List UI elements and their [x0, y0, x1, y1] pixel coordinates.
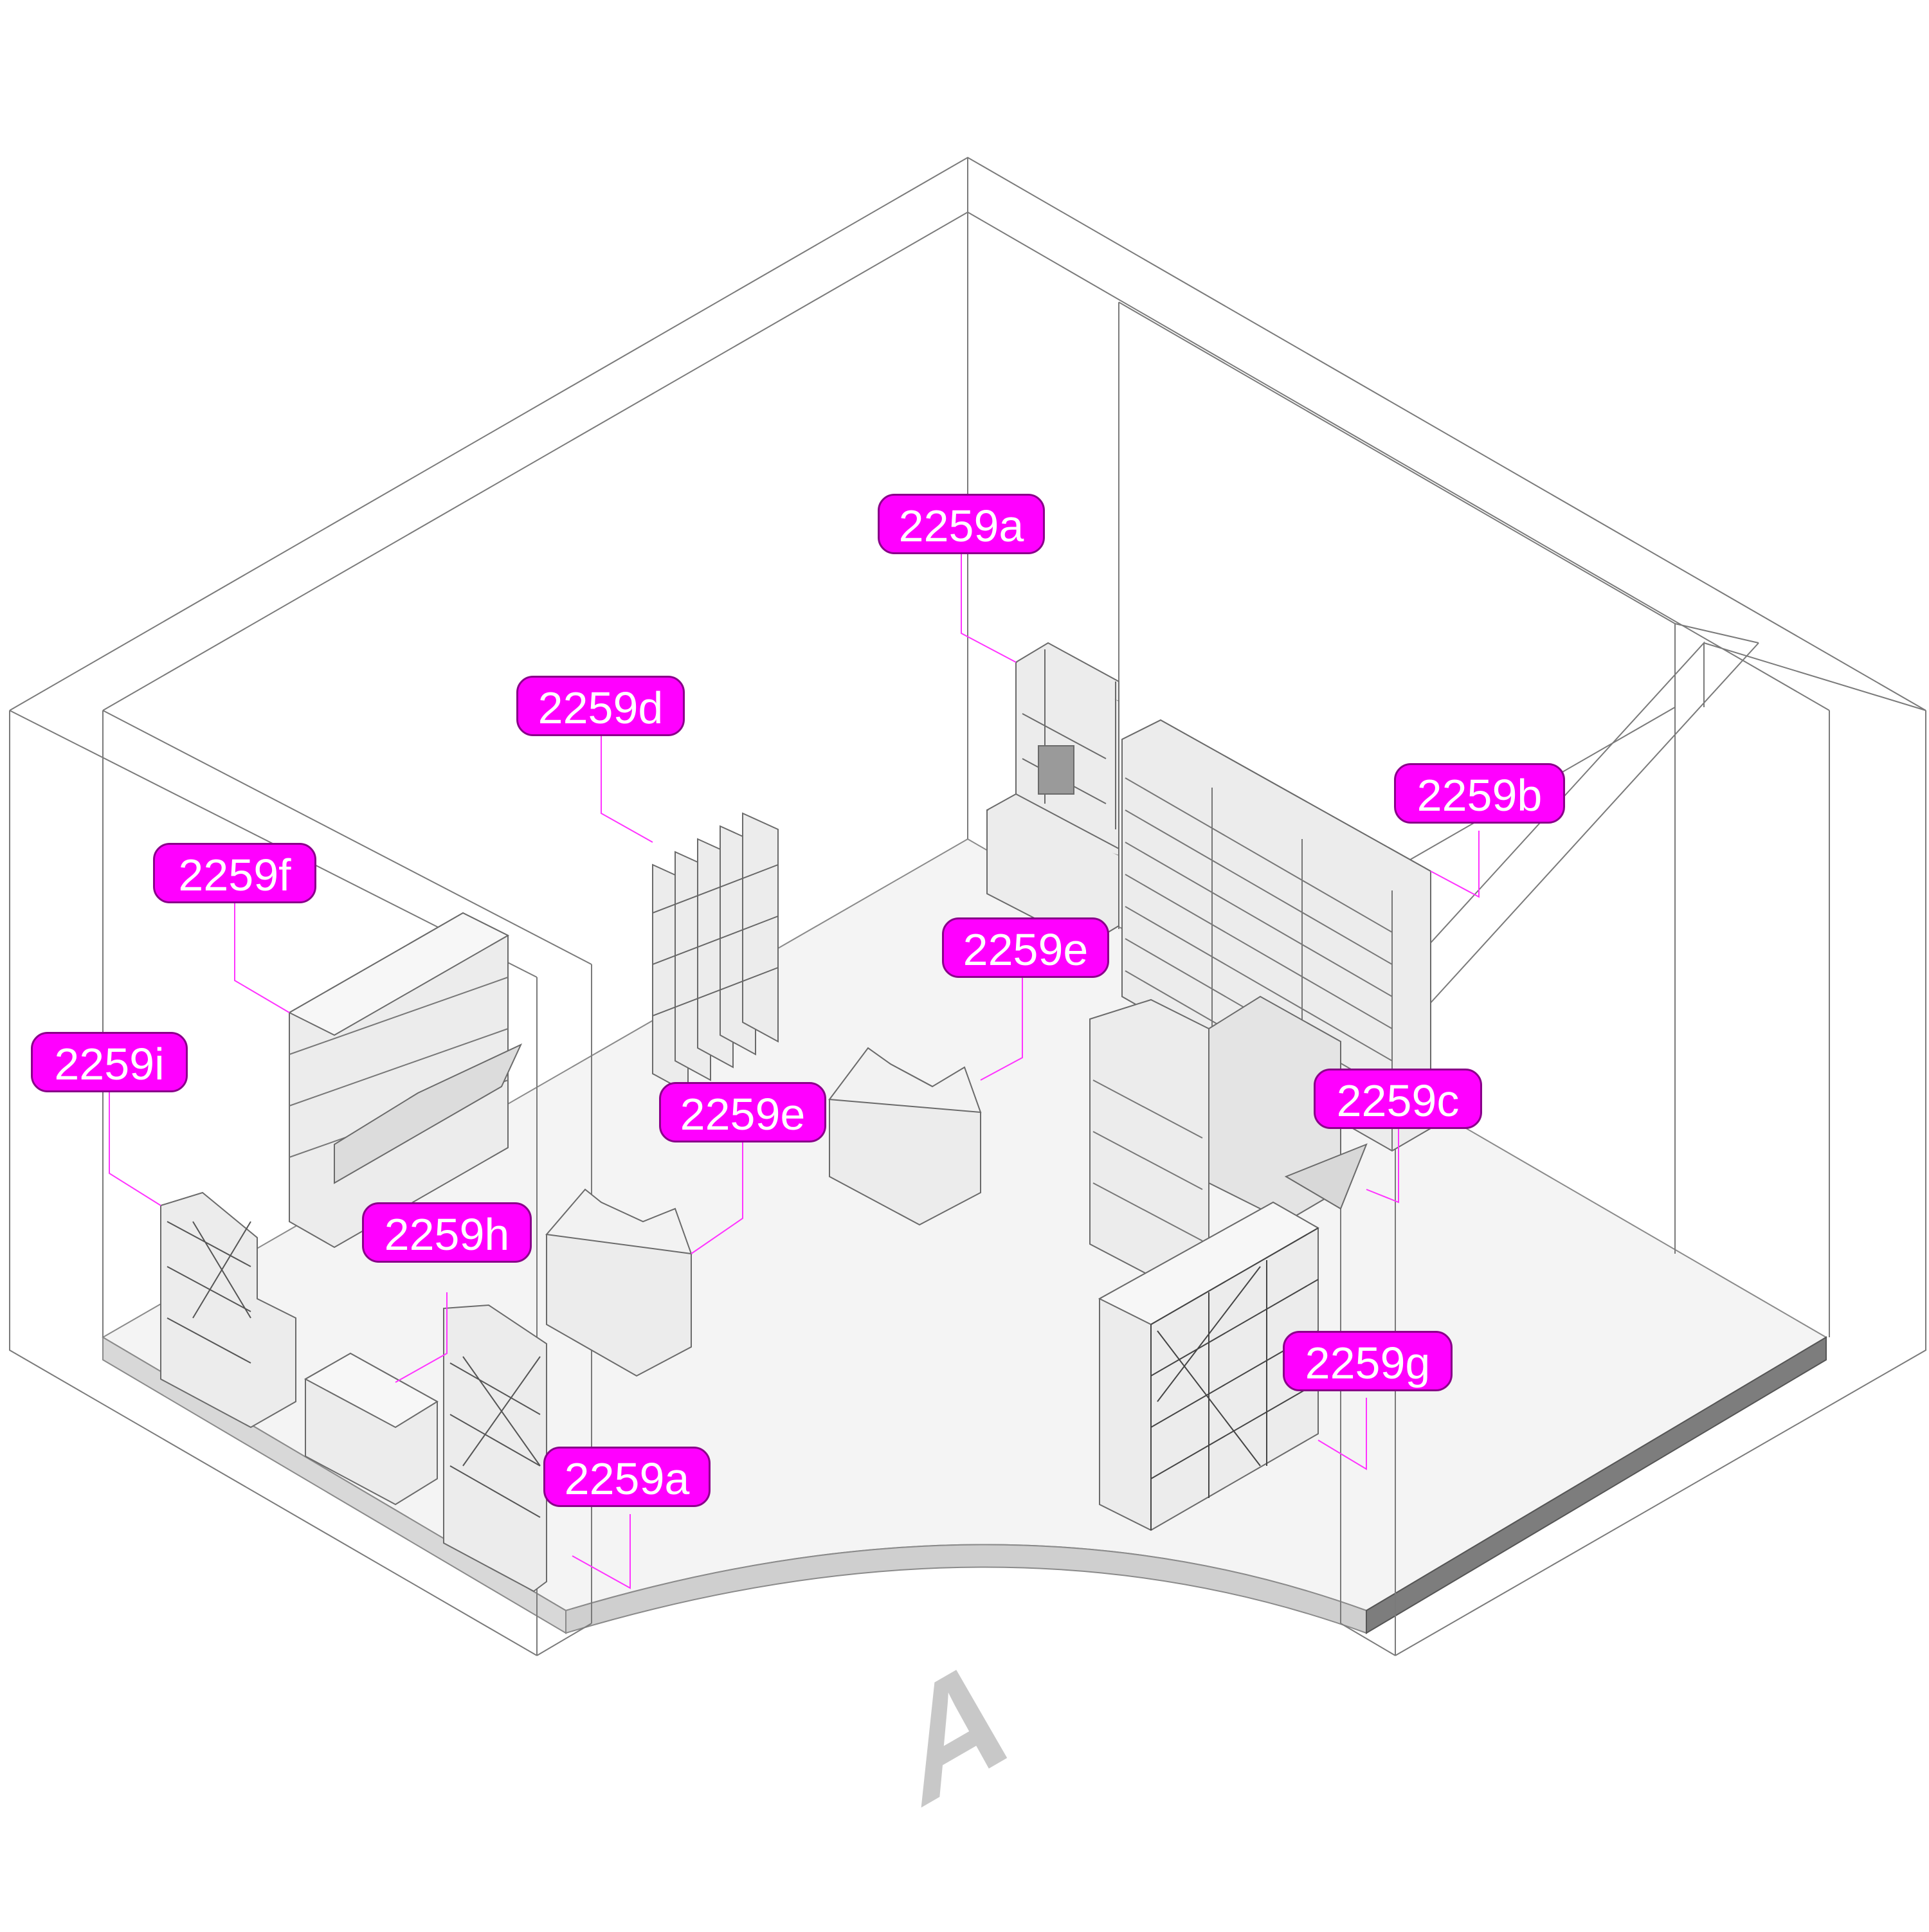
label-2259b: 2259b: [1394, 763, 1565, 824]
label-2259e-left: 2259e: [659, 1082, 826, 1142]
furniture-2259a-lower: [443, 1304, 547, 1593]
label-2259a-bottom: 2259a: [543, 1447, 711, 1507]
leader-2259b: [1430, 831, 1480, 898]
furniture-2259h-cabinet: [303, 1352, 439, 1506]
label-2259d: 2259d: [516, 676, 685, 736]
leader-2259g: [1318, 1398, 1367, 1470]
leader-2259a-top: [961, 554, 1017, 663]
furniture-2259c-cabinets: [1089, 995, 1368, 1281]
leader-2259h: [395, 1292, 448, 1383]
furniture-2259i-cabinet: [160, 1191, 296, 1429]
label-2259i: 2259i: [31, 1032, 188, 1092]
furniture-group: [160, 642, 1431, 1593]
label-2259g: 2259g: [1283, 1331, 1453, 1391]
furniture-2259g-cabinet: [1098, 1201, 1320, 1531]
floor-edge-right: [1366, 1336, 1827, 1634]
leader-2259a-bottom: [572, 1514, 631, 1589]
furniture-2259d-racks: [652, 812, 779, 1094]
leader-2259e-right: [980, 975, 1023, 1081]
leader-lines: [109, 554, 1480, 1589]
furniture-2259e-right-island: [828, 1047, 982, 1226]
label-2259a-top: 2259a: [878, 494, 1045, 554]
leader-2259d: [601, 736, 653, 843]
furniture-2259f-cabinets: [287, 912, 523, 1249]
leader-2259f: [234, 903, 290, 1013]
leader-2259i: [109, 1089, 161, 1206]
leader-2259c: [1366, 1128, 1399, 1204]
label-2259h: 2259h: [362, 1202, 532, 1263]
label-2259e-right: 2259e: [942, 917, 1109, 978]
furniture-2259b-shelving: [1121, 719, 1431, 1152]
label-2259c: 2259c: [1314, 1069, 1482, 1129]
label-2259f: 2259f: [153, 843, 316, 903]
furniture-2259a-upper: [986, 642, 1119, 946]
leader-2259e-left: [691, 1141, 743, 1254]
